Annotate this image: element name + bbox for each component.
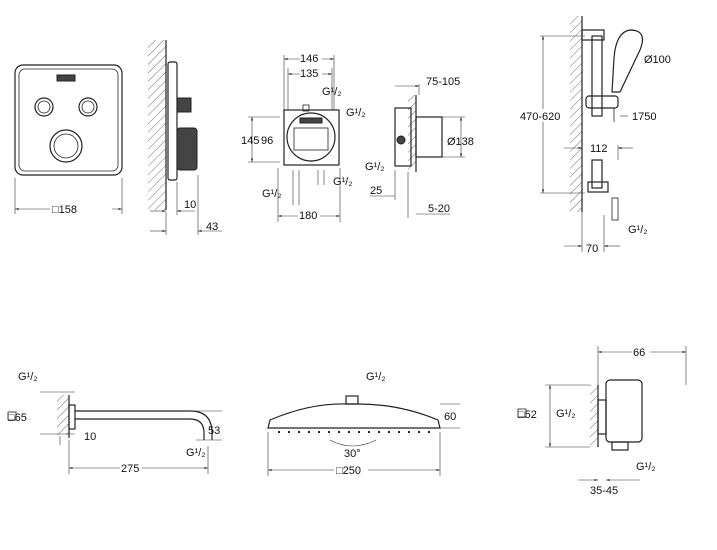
outlet-outlet-label: G¹/₂	[636, 461, 656, 473]
outlet-range-label: 35-45	[590, 485, 618, 497]
spout-plate-label: □65	[8, 412, 27, 424]
box-wall-range-label: 5-20	[428, 203, 450, 215]
wall-outlet: 66 □52 G¹/₂ G¹/₂ 35-45	[517, 346, 687, 497]
outlet-inlet-label: G¹/₂	[556, 408, 576, 420]
button-icon	[34, 97, 54, 117]
spout-outlet-label: G¹/₂	[186, 447, 206, 459]
spout-inlet-label: G¹/₂	[18, 371, 38, 383]
thermostat-knob-icon	[49, 129, 83, 163]
box-bottom-right-inlet-label: G¹/₂	[333, 176, 353, 188]
rail-inlet-label: G¹/₂	[628, 224, 648, 236]
concealed-box-side: 75-105 Ø138 G¹/₂ 25 5-20	[365, 76, 474, 218]
head-size-label: □250	[336, 465, 361, 477]
panel-depth-label: 10	[184, 199, 196, 211]
head-shower: G¹/₂ 60 30° □250	[267, 371, 460, 477]
spout-height-label: 53	[208, 425, 220, 437]
box-depth-range-label: 75-105	[426, 76, 460, 88]
head-angle-label: 30°	[344, 448, 361, 460]
handshower-diameter-label: Ø100	[644, 54, 671, 66]
box-diameter-label: Ø138	[447, 136, 474, 148]
wall-distance-label: 70	[586, 243, 598, 255]
logo-icon	[56, 74, 76, 82]
outlet-depth-label: 66	[633, 347, 645, 359]
rail-height-range-label: 470-620	[520, 111, 560, 123]
box-right-inlet-label: G¹/₂	[346, 107, 366, 119]
box-side-inlet-label: G¹/₂	[365, 161, 385, 173]
control-panel-side: 10 43	[148, 40, 222, 235]
head-inlet-label: G¹/₂	[366, 371, 386, 383]
box-outer-width-label: 146	[300, 53, 318, 65]
spout-length-label: 275	[121, 463, 139, 475]
spout: G¹/₂ □65 10 53 G¹/₂ 275	[7, 371, 222, 475]
concealed-box-front: 146 135 G¹/₂ G¹/₂ 145 96 G¹/₂ G¹/₂ 180	[241, 52, 366, 222]
outlet-projection-label: 112	[590, 143, 608, 155]
box-offset-label: 25	[370, 185, 382, 197]
head-height-label: 60	[444, 411, 456, 423]
spout-plate-depth-label: 10	[84, 431, 96, 443]
shower-rail: 470-620 Ø100 1750 112 G¹/₂ 70	[518, 16, 671, 255]
handshower-icon	[611, 29, 643, 93]
box-mount-width-label: 180	[299, 210, 317, 222]
box-outer-height-label: 145	[241, 135, 259, 147]
outlet-plate-label: □52	[518, 409, 537, 421]
panel-width-label: □158	[52, 204, 77, 216]
box-bottom-left-inlet-label: G¹/₂	[262, 188, 282, 200]
button-icon	[78, 97, 98, 117]
box-top-inlet-label: G¹/₂	[322, 86, 342, 98]
control-panel-front: □158	[14, 64, 123, 216]
box-inner-width-label: 135	[300, 68, 318, 80]
box-inner-height-label: 96	[261, 135, 273, 147]
panel-total-depth-label: 43	[206, 221, 218, 233]
hose-length-label: 1750	[632, 111, 656, 123]
